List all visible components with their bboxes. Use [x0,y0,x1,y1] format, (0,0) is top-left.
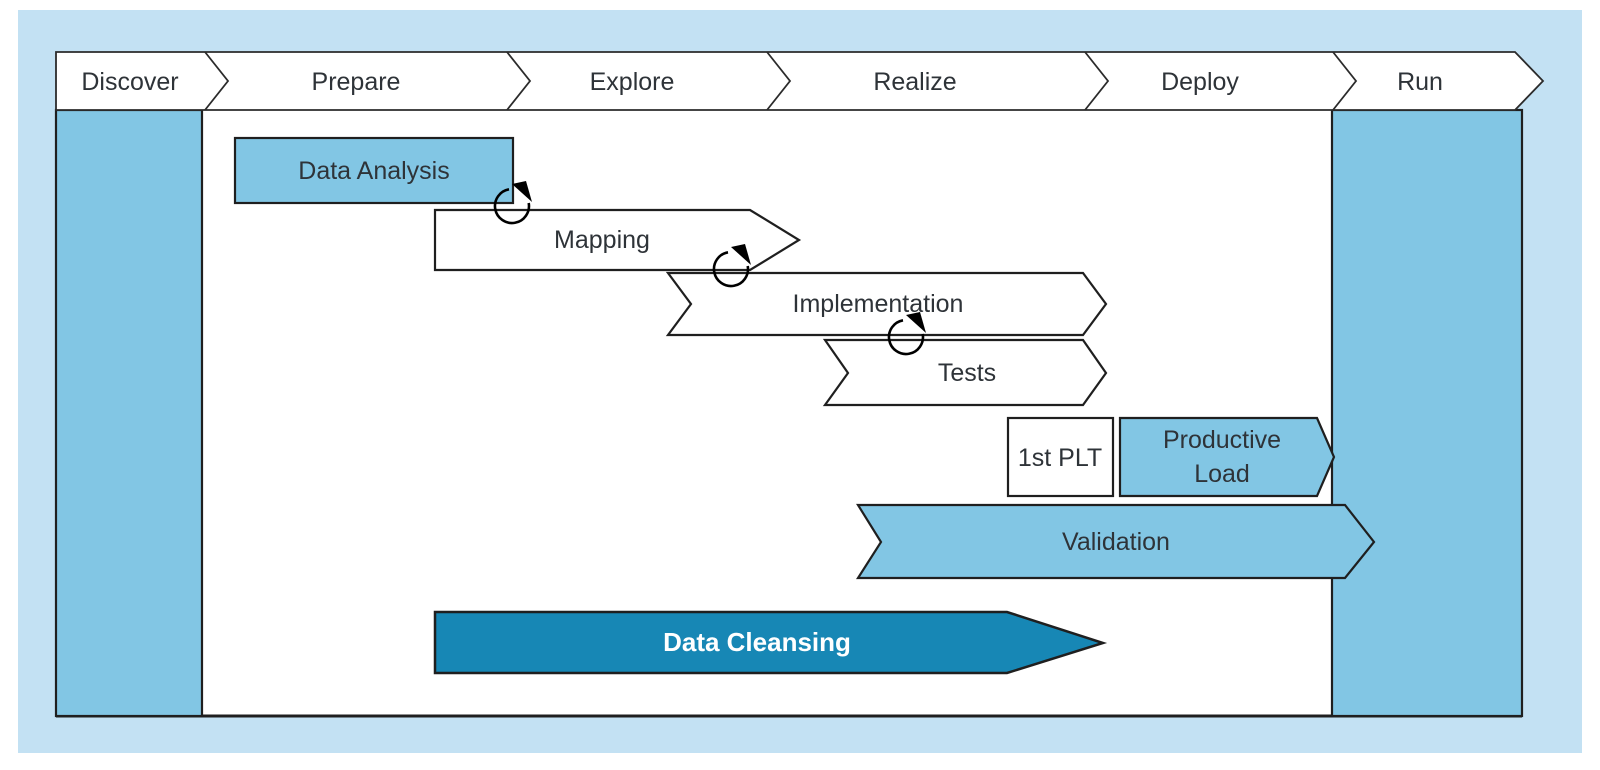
phase-label-run: Run [1397,68,1443,96]
phase-label-explore: Explore [590,68,675,96]
activity-tests-label: Tests [938,359,996,387]
phase-label-prepare: Prepare [312,68,401,96]
phase-label-discover: Discover [81,68,178,96]
iteration-loop-icon [493,181,532,225]
activity-first-plt-shape [1006,416,1115,498]
activity-data-analysis-label: Data Analysis [298,157,449,185]
activity-mapping-label: Mapping [554,226,650,254]
phase-separator-chevron-icon [204,51,230,111]
activity-validation-shape [855,503,1376,580]
activity-implementation-shape [665,271,1108,337]
phase-bar [55,51,1545,111]
phase-separator-chevron-icon [1332,51,1358,111]
activity-first-plt-label: 1st PLT [1018,444,1102,472]
activity-tests-shape [822,338,1108,407]
activity-mapping-shape [433,208,802,272]
activity-productive-load-shape [1118,416,1336,498]
activity-data-cleansing-shape [433,610,1108,675]
phase-separator-chevron-icon [506,51,532,111]
run-column [1330,108,1524,718]
activity-productive-load-label-line2: Load [1194,460,1250,488]
activity-productive-load-label-line1: Productive [1163,426,1281,454]
phase-separator-chevron-icon [1084,51,1110,111]
activity-data-analysis-shape [233,136,515,205]
phase-label-realize: Realize [873,68,956,96]
activity-implementation-label: Implementation [793,290,964,318]
phase-separator-chevron-icon [766,51,792,111]
iteration-loop-icon [887,312,926,356]
iteration-loop-icon [712,244,751,288]
discover-column [54,108,204,718]
activity-validation-label: Validation [1062,528,1170,556]
phase-label-deploy: Deploy [1161,68,1239,96]
activity-data-cleansing-label: Data Cleansing [663,627,851,657]
